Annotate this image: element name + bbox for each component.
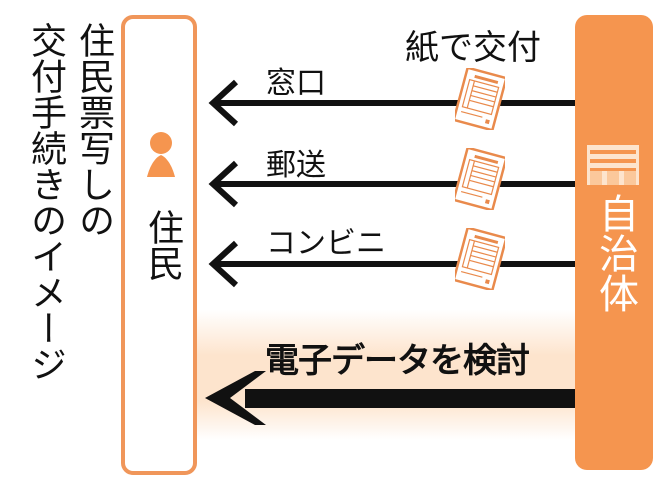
diagram-title-line1: 住民票写しの	[73, 22, 114, 238]
arrow-digital	[205, 371, 575, 425]
government-label: 自治体	[592, 193, 638, 313]
document-icon	[455, 228, 505, 290]
arrow-convenience-store	[208, 240, 575, 288]
diagram-title-line2: 交付手続きのイメージ	[25, 22, 66, 382]
digital-delivery-label: 電子データを検討	[265, 341, 530, 381]
arrow-mail	[208, 160, 575, 208]
paper-delivery-heading: 紙で交付	[405, 28, 541, 68]
document-icon	[455, 68, 505, 130]
route-label-window: 窓口	[266, 66, 326, 101]
person-icon	[147, 132, 175, 177]
resident-box: 住民	[121, 15, 197, 475]
resident-label: 住民	[142, 209, 183, 281]
route-label-convenience-store: コンビニ	[266, 226, 386, 261]
route-label-mail: 郵送	[266, 148, 326, 183]
document-icon	[455, 148, 505, 210]
government-building-icon	[587, 145, 639, 185]
arrow-window	[208, 79, 575, 127]
government-box: 自治体	[575, 15, 653, 470]
